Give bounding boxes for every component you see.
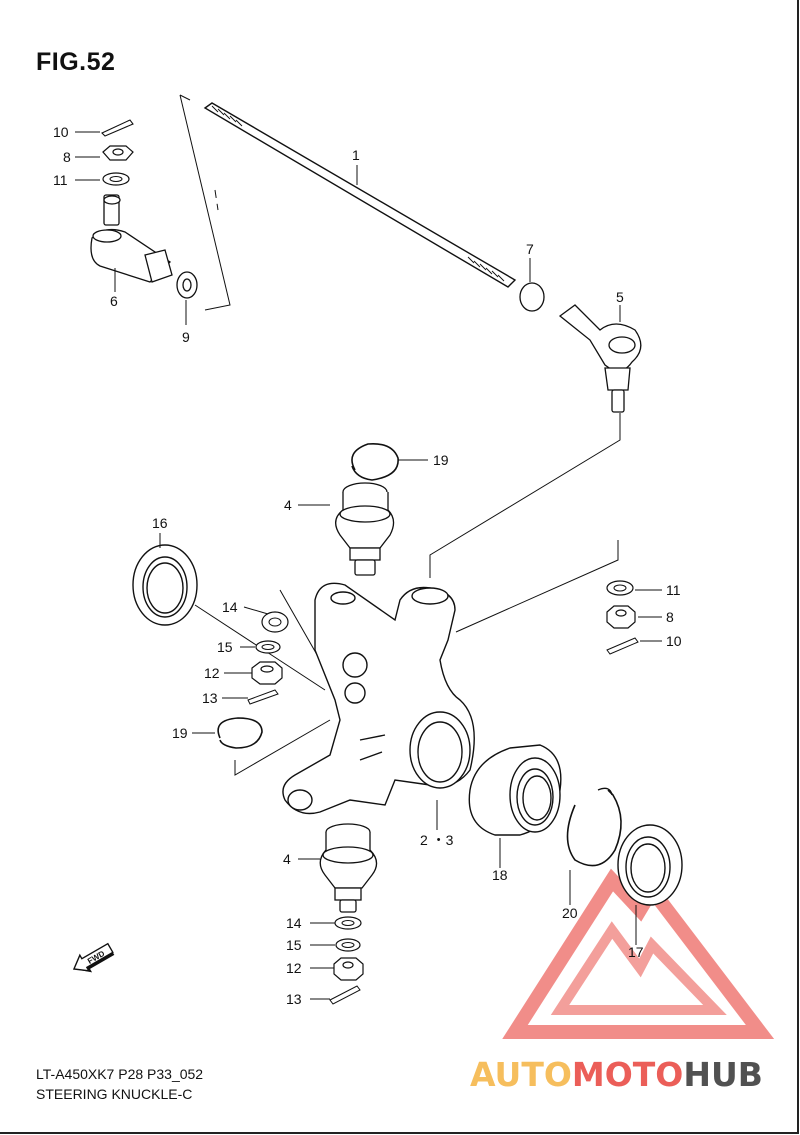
oil-seal-17	[617, 824, 683, 906]
callout-14-lower: 14	[286, 915, 302, 931]
tie-rod-bracket-line	[179, 94, 231, 311]
callout-18: 18	[492, 867, 508, 883]
callout-12-upper: 12	[204, 665, 220, 681]
tie-rod-end-right	[519, 282, 642, 413]
snap-ring-top	[351, 442, 399, 481]
callout-12-lower: 12	[286, 960, 302, 976]
callout-4-bottom: 4	[283, 851, 291, 867]
callout-leaders	[75, 131, 662, 1000]
watermark-hub: HUB	[683, 1055, 763, 1094]
snap-ring-19-left	[217, 717, 263, 749]
callout-2-3: 2 ・3	[420, 832, 454, 848]
assembly-leader-lines	[179, 94, 621, 830]
cotter-pin-10-right	[606, 637, 639, 655]
watermark-wordmark: AUTOMOTOHUB	[470, 1055, 763, 1094]
fwd-arrow: FWD	[72, 942, 115, 973]
callout-19-top: 19	[433, 452, 449, 468]
callout-1: 1	[352, 147, 360, 163]
callout-14-upper: 14	[222, 599, 238, 615]
callout-11-right: 11	[666, 582, 681, 598]
callout-15-lower: 15	[286, 937, 302, 953]
steering-knuckle	[282, 582, 475, 815]
castle-nut-12-upper	[251, 661, 283, 685]
cotter-pin-left	[101, 119, 134, 137]
castle-nut-8-right	[606, 605, 636, 629]
cotter-pin-13-upper	[247, 689, 279, 705]
tie-rod-end-to-knuckle-line	[429, 413, 621, 578]
right-hardware-line	[455, 540, 619, 633]
oil-seal-16	[132, 544, 198, 626]
figure-title: FIG.52	[36, 48, 116, 76]
callout-numbers: 10 8 11 6 9 1 7 5 19 4 16 14 15 12 13 19…	[53, 124, 682, 1007]
callout-15-upper: 15	[217, 639, 233, 655]
callout-6: 6	[110, 293, 118, 309]
callout-11-left: 11	[53, 172, 68, 188]
callout-9: 9	[182, 329, 190, 345]
castle-nut-12-lower	[333, 957, 364, 981]
callout-10-right: 10	[666, 633, 682, 649]
callout-19-left: 19	[172, 725, 188, 741]
model-code-label: LT-A450XK7 P28 P33_052	[36, 1066, 204, 1082]
tie-rod	[203, 102, 517, 288]
callout-4-top: 4	[284, 497, 292, 513]
ball-joint-lower	[319, 823, 378, 913]
lower-left-line	[234, 719, 331, 776]
svg-text:AUTOMOTOHUB: AUTOMOTOHUB	[470, 1055, 763, 1094]
watermark-auto: AUTO	[470, 1055, 572, 1094]
tie-rod-end-left	[90, 194, 198, 299]
cotter-pin-13-lower	[329, 985, 361, 1005]
watermark-moto: MOTO	[572, 1055, 683, 1094]
watermark-triangle-inner	[550, 921, 727, 1015]
callout-10-left: 10	[53, 124, 69, 140]
callout-13-upper: 13	[202, 690, 218, 706]
callout-13-lower: 13	[286, 991, 302, 1007]
callout-7: 7	[526, 241, 534, 257]
callout-5: 5	[616, 289, 624, 305]
callout-8-right: 8	[666, 609, 674, 625]
callout-8-left: 8	[63, 149, 71, 165]
callout-17: 17	[628, 944, 644, 960]
wheel-bearing-18	[468, 744, 562, 836]
castle-nut-left	[102, 145, 134, 161]
callout-16: 16	[152, 515, 168, 531]
ball-joint-upper	[335, 482, 395, 576]
circlip-20	[566, 789, 622, 867]
callout-20: 20	[562, 905, 578, 921]
diagram-subtitle: STEERING KNUCKLE-C	[36, 1086, 193, 1102]
